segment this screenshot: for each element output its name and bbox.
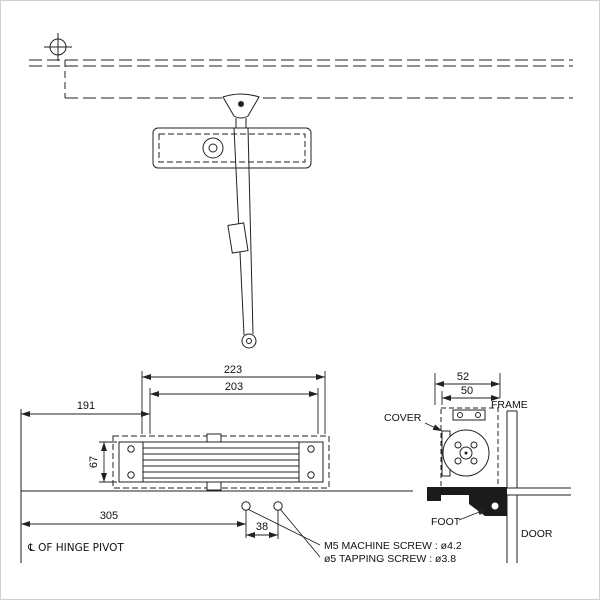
- arm-adjust-joint: [227, 222, 249, 254]
- foot-label: FOOT: [431, 516, 461, 528]
- end-cap-screw: [470, 441, 478, 449]
- hinge-pivot-note: ℄ OF HINGE PIVOT: [27, 542, 124, 554]
- body-screw-hole: [127, 471, 135, 479]
- foot-leader: [458, 508, 488, 521]
- foot-screw: [490, 501, 500, 511]
- body-screw-hole: [307, 445, 315, 453]
- arm-edge-right: [247, 127, 254, 335]
- arm-end-hole: [246, 338, 252, 344]
- dim-52-label: 52: [457, 371, 469, 383]
- dim-50-label: 50: [461, 385, 473, 397]
- bracket-screw: [475, 412, 481, 418]
- valve-block-top: [206, 433, 222, 443]
- body-screw-hole: [307, 471, 315, 479]
- mounting-plate-hidden-outline: [158, 133, 306, 163]
- frame-label: FRAME: [491, 399, 528, 411]
- body-cylinder-ribs: [143, 447, 299, 479]
- bracket-screw: [457, 412, 463, 418]
- datum-target-icon: [44, 33, 72, 61]
- end-cap-screw: [470, 457, 478, 465]
- dimension-67: 67: [88, 441, 117, 483]
- front-elevation-view: 223 203 191 67 305: [20, 364, 413, 563]
- foot-bracket: [427, 487, 507, 516]
- closer-body: [118, 441, 324, 483]
- mounting-plate: [152, 127, 312, 169]
- side-elevation-view: 52 50 FRAME: [384, 371, 571, 563]
- top-bracket: [452, 409, 486, 421]
- pinion-circle-inner: [208, 143, 218, 153]
- cover-label: COVER: [384, 412, 422, 424]
- dimension-305: 305: [21, 510, 247, 538]
- end-cap-screw: [454, 441, 462, 449]
- end-cap-screw: [454, 457, 462, 465]
- cover-side-hidden-outline: [440, 407, 499, 491]
- pinion-circle-outer: [202, 137, 224, 159]
- leader-tapping-screw: [280, 509, 321, 558]
- cover-leader: [424, 422, 443, 432]
- dimension-203: 203: [149, 381, 319, 434]
- dim-223-label: 223: [224, 364, 242, 376]
- arm-foot-pin: [238, 101, 244, 107]
- door-screw-hole-1: [241, 501, 251, 511]
- body-screw-hole: [127, 445, 135, 453]
- dim-203-label: 203: [225, 381, 243, 393]
- dimension-191: 191: [21, 400, 150, 417]
- top-plan-view: [29, 33, 573, 349]
- valve-block-bottom: [206, 481, 222, 491]
- dimension-50: 50: [441, 385, 500, 405]
- dim-305-label: 305: [100, 510, 118, 522]
- dim-67-label: 67: [88, 456, 100, 468]
- arm-end-outer: [241, 333, 257, 349]
- screw-notes: M5 MACHINE SCREW : ø4.2 ø5 TAPPING SCREW…: [248, 509, 462, 565]
- dimension-52: 52: [434, 371, 501, 405]
- dimension-223: 223: [141, 364, 326, 434]
- dimension-38: 38: [246, 510, 279, 539]
- door-label: DOOR: [521, 528, 553, 540]
- dim-191-label: 191: [77, 400, 95, 412]
- end-cap-center: [464, 451, 468, 455]
- door-screw-hole-2: [273, 501, 283, 511]
- leader-machine-screw: [248, 509, 321, 546]
- end-cap-shaft: [459, 446, 473, 460]
- machine-screw-note: M5 MACHINE SCREW : ø4.2: [324, 540, 462, 552]
- tapping-screw-note: ø5 TAPPING SCREW : ø3.8: [324, 553, 456, 565]
- dim-38-label: 38: [256, 521, 268, 533]
